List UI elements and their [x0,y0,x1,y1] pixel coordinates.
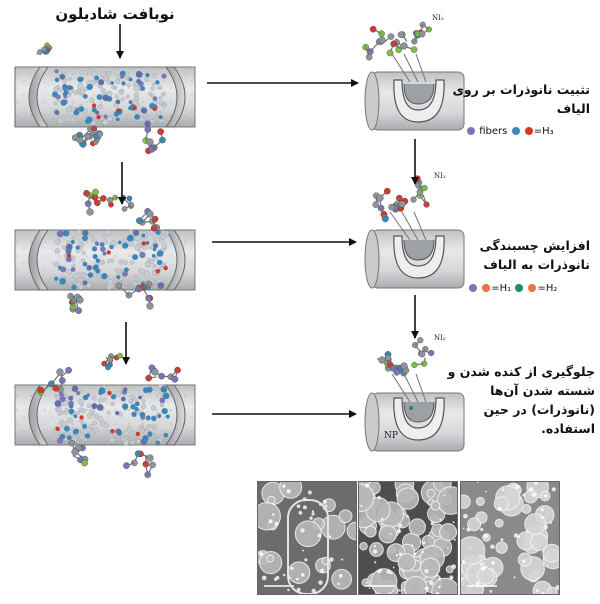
molecule-label-3: NI₃ [434,334,446,342]
step-text-1: تثبیت نانوذرات بر روی الیاف [440,80,590,118]
molecule-label-2: NI₃ [434,172,446,180]
legend2-purple-dot [469,284,477,292]
molecule-right-3 [377,337,434,402]
legend2-orange-dot-2 [528,284,536,292]
legend-purple-dot [467,127,475,135]
legend-2: =H₁ =H₂ [468,283,557,294]
step-text-3: جلوگیری از کنده شدن و شسته شدن آن‌ها (نا… [445,362,595,438]
legend-1: fibers =H₃ [466,126,554,137]
fiber-left-2 [15,230,195,290]
step-text-2: افزایش چسبندگی نانوذرات به الیاف [440,236,590,274]
legend-blue-dot [512,127,520,135]
legend2-h2-label: =H₂ [537,283,557,294]
sem-image-1 [257,481,357,595]
legend2-h1-label: =H₁ [491,283,511,294]
np-label: NP [384,431,398,441]
molecule-label-1: NI₃ [432,14,444,22]
legend-red-dot [525,127,533,135]
sem-image-3 [460,481,560,595]
legend2-orange-dot [482,284,490,292]
sem-image-2 [358,481,458,595]
legend-fibers-label: fibers [479,126,507,137]
legend-h3-label: =H₃ [534,126,554,137]
diagram-title: نوبافت شادیلون [30,4,200,24]
legend2-teal-dot [515,284,523,292]
